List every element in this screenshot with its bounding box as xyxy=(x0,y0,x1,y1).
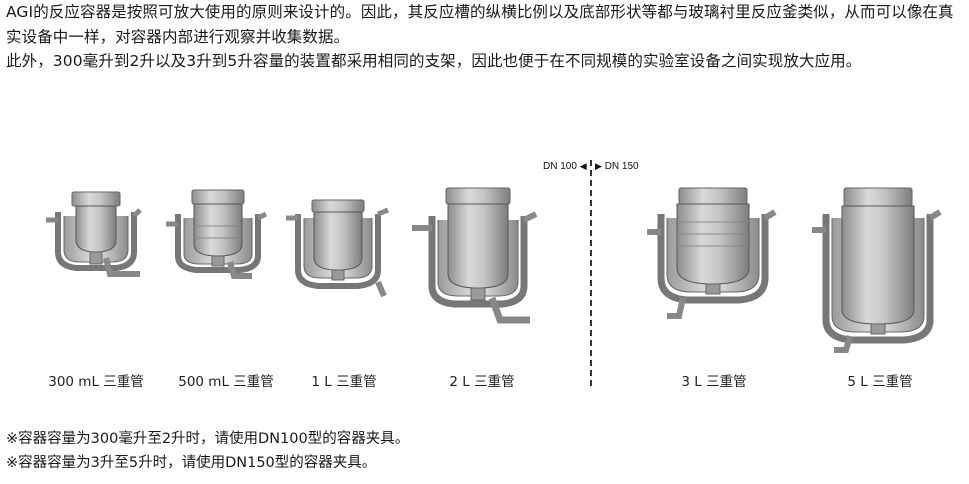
caption-300ml: 300 mL 三重管 xyxy=(48,374,144,390)
note-dn150: ※容器容量为3升至5升时，请使用DN150型的容器夹具。 xyxy=(6,455,377,471)
caption-1l: 1 L 三重管 xyxy=(311,374,377,390)
arrow-right-icon: ▶ xyxy=(595,161,602,171)
dn-divider-line xyxy=(590,160,592,386)
reactor-2l xyxy=(412,187,538,324)
caption-2l: 2 L 三重管 xyxy=(449,374,515,390)
caption-500ml: 500 mL 三重管 xyxy=(178,374,274,390)
reactor-1l xyxy=(286,199,389,298)
intro-paragraph-1: AGI的反应容器是按照可放大使用的原则来设计的。因此，其反应槽的纵横比例以及底部… xyxy=(6,3,954,46)
caption-3l: 3 L 三重管 xyxy=(681,374,747,390)
arrow-left-icon: ◀ xyxy=(579,161,587,171)
caption-5l: 5 L 三重管 xyxy=(847,374,913,390)
dn100-label: DN 100 ◀ xyxy=(543,161,587,172)
reactor-300ml xyxy=(46,191,142,277)
intro-paragraph-2: 此外，300毫升到2升以及3升到5升容量的装置都采用相同的支架，因此也便于在不同… xyxy=(6,52,862,70)
notes: ※容器容量为300毫升至2升时，请使用DN100型的容器夹具。 ※容器容量为3升… xyxy=(6,427,409,475)
intro-text: AGI的反应容器是按照可放大使用的原则来设计的。因此，其反应槽的纵横比例以及底部… xyxy=(6,0,966,74)
dn150-label: ▶ DN 150 xyxy=(595,161,639,172)
reactor-3l xyxy=(647,187,777,319)
reactor-5l xyxy=(812,187,942,353)
reactor-500ml xyxy=(166,189,268,279)
note-dn100: ※容器容量为300毫升至2升时，请使用DN100型的容器夹具。 xyxy=(6,431,410,447)
reactor-illustrations xyxy=(46,187,942,353)
